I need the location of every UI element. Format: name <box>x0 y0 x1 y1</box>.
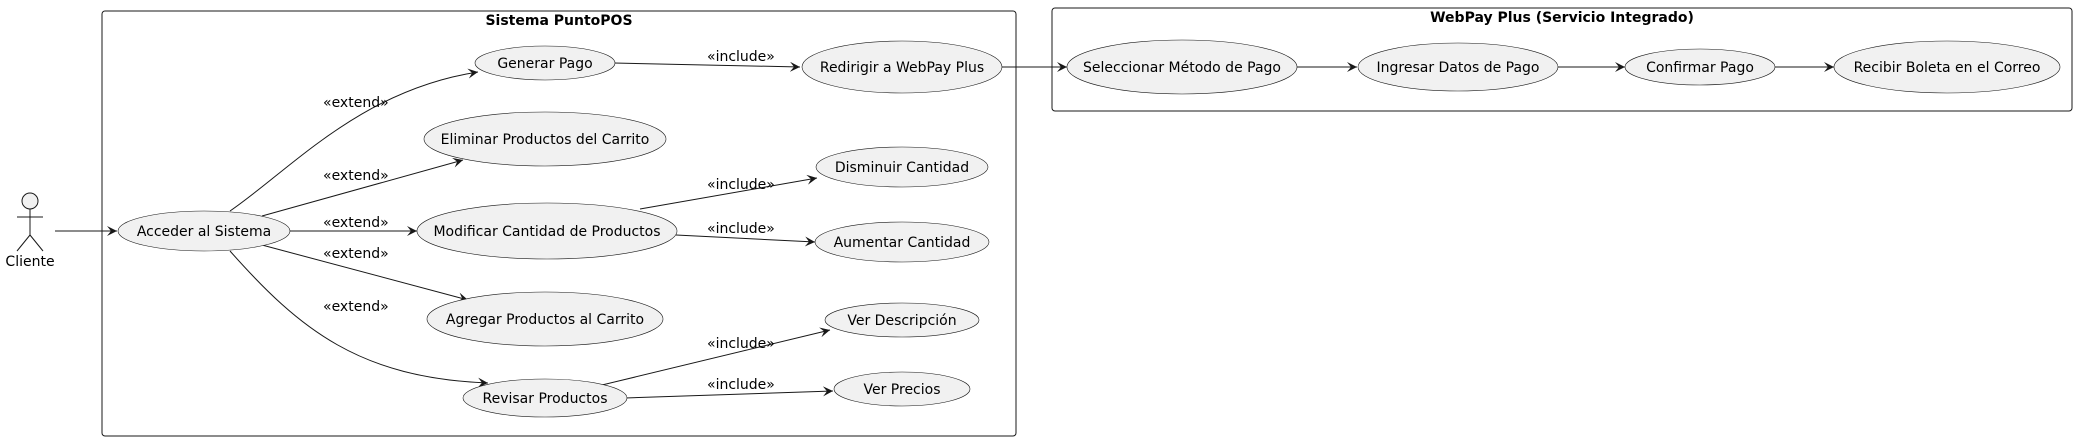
use-case-label: Modificar Cantidad de Productos <box>433 224 660 240</box>
package-webpay-title: WebPay Plus (Servicio Integrado) <box>1430 10 1694 26</box>
use-case-modificar[interactable]: Modificar Cantidad de Productos <box>416 202 678 260</box>
use-case-eliminar[interactable]: Eliminar Productos del Carrito <box>423 111 667 167</box>
label-include: «include» <box>707 49 775 65</box>
label-extend: «extend» <box>323 246 389 262</box>
package-puntopos-title: Sistema PuntoPOS <box>485 13 632 29</box>
stereotype-labels: «extend» «extend» «extend» «extend» «ext… <box>323 49 775 393</box>
actor-label: Cliente <box>5 254 54 270</box>
use-case-label: Agregar Productos al Carrito <box>446 312 644 328</box>
use-case-acceder[interactable]: Acceder al Sistema <box>117 210 291 252</box>
label-include: «include» <box>707 177 775 193</box>
edge-include-ver-descripcion <box>601 327 831 386</box>
use-case-label: Ingresar Datos de Pago <box>1377 60 1540 76</box>
use-case-confirmar[interactable]: Confirmar Pago <box>1624 48 1776 86</box>
edge-include-ver-precios <box>624 386 834 399</box>
use-case-seleccionar[interactable]: Seleccionar Método de Pago <box>1066 39 1298 95</box>
use-case-recibir[interactable]: Recibir Boleta en el Correo <box>1833 40 2061 94</box>
edge-include-disminuir <box>639 174 818 210</box>
use-case-label: Acceder al Sistema <box>137 224 271 240</box>
edge-extend-generar-pago <box>229 68 479 212</box>
edges <box>55 61 1834 399</box>
label-extend: «extend» <box>323 299 389 315</box>
use-case-ver-precios[interactable]: Ver Precios <box>833 371 971 407</box>
use-case-aumentar[interactable]: Aumentar Cantidad <box>814 221 990 263</box>
use-case-label: Disminuir Cantidad <box>835 160 969 176</box>
use-case-agregar[interactable]: Agregar Productos al Carrito <box>426 291 664 347</box>
use-case-label: Seleccionar Método de Pago <box>1083 60 1281 76</box>
package-webpay: WebPay Plus (Servicio Integrado) <box>1051 7 2073 112</box>
label-include: «include» <box>707 221 775 237</box>
use-case-label: Aumentar Cantidad <box>834 235 971 251</box>
actor-cliente[interactable]: Cliente <box>5 192 55 270</box>
edge-include-aumentar <box>675 234 816 247</box>
use-case-label: Recibir Boleta en el Correo <box>1854 60 2041 76</box>
label-extend: «extend» <box>323 95 389 111</box>
use-case-ver-descripcion[interactable]: Ver Descripción <box>824 302 980 338</box>
use-case-label: Ver Descripción <box>847 313 956 329</box>
use-case-label: Generar Pago <box>497 56 592 72</box>
use-case-disminuir[interactable]: Disminuir Cantidad <box>815 146 989 188</box>
edge-extend-agregar <box>261 244 469 303</box>
use-case-generar-pago[interactable]: Generar Pago <box>474 45 616 81</box>
use-case-redirigir[interactable]: Redirigir a WebPay Plus <box>801 40 1003 94</box>
edge-include-redirigir <box>613 61 801 72</box>
use-case-label: Redirigir a WebPay Plus <box>820 60 984 76</box>
label-include: «include» <box>707 336 775 352</box>
use-case-ingresar[interactable]: Ingresar Datos de Pago <box>1357 42 1559 92</box>
use-case-label: Confirmar Pago <box>1646 60 1754 76</box>
actor-stick-figure-icon <box>16 192 44 252</box>
use-case-label: Ver Precios <box>863 382 940 398</box>
label-extend: «extend» <box>323 215 389 231</box>
label-extend: «extend» <box>323 168 389 184</box>
use-case-label: Eliminar Productos del Carrito <box>441 132 650 148</box>
use-case-label: Revisar Productos <box>483 391 608 407</box>
use-case-revisar[interactable]: Revisar Productos <box>462 378 628 418</box>
edge-extend-revisar <box>229 250 489 388</box>
edge-extend-eliminar <box>261 157 464 217</box>
label-include: «include» <box>707 377 775 393</box>
